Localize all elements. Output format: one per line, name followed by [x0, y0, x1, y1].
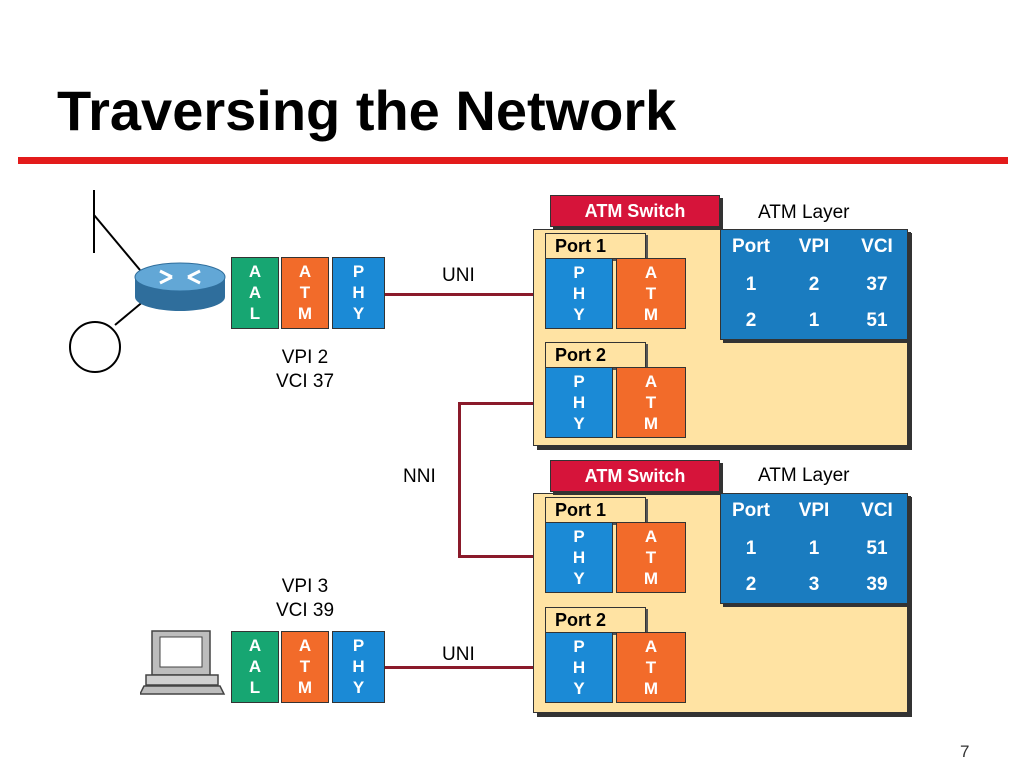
switch-1-port-1-label: Port 1	[545, 233, 646, 259]
uni-link-bottom	[385, 666, 533, 669]
table-cell: 3	[808, 574, 820, 595]
switch-2-port-2-label: Port 2	[545, 607, 646, 633]
table-cell: 51	[866, 538, 888, 559]
workstation-vci-label: VCI 39	[275, 600, 335, 621]
table-cell: 2	[745, 310, 757, 331]
nni-label: NNI	[403, 466, 436, 487]
slide-title: Traversing the Network	[57, 79, 677, 142]
uni-link-top	[385, 293, 533, 296]
atm-switch-2-title: ATM Switch	[550, 460, 720, 492]
router-icon	[69, 190, 226, 373]
slide-number: 7	[960, 742, 970, 761]
table-cell: 1	[745, 274, 757, 295]
workstation-vpi-label: VPI 3	[281, 576, 329, 597]
router-vpi-label: VPI 2	[281, 347, 329, 368]
table-header: VPI	[798, 236, 830, 257]
table-cell: 2	[808, 274, 820, 295]
atm-switch-1-layer-label: ATM Layer	[758, 202, 850, 223]
uni-bottom-label: UNI	[442, 644, 475, 665]
switch-1-port-2-label: Port 2	[545, 342, 646, 368]
table-cell: 37	[866, 274, 888, 295]
nni-link-vertical	[458, 402, 461, 557]
uni-top-label: UNI	[442, 265, 475, 286]
table-header: VCI	[861, 236, 893, 257]
atm-switch-1-title: ATM Switch	[550, 195, 720, 227]
table-header: Port	[732, 500, 770, 521]
switch-2-port-1-label: Port 1	[545, 497, 646, 523]
table-cell: 39	[866, 574, 888, 595]
switch-1-vc-table: Port VPI VCI 1 2 37 2 1 51	[720, 229, 908, 340]
atm-switch-2-layer-label: ATM Layer	[758, 465, 850, 486]
table-header: VPI	[798, 500, 830, 521]
table-cell: 51	[866, 310, 888, 331]
table-cell: 1	[808, 310, 820, 331]
table-cell: 1	[745, 538, 757, 559]
router-vci-label: VCI 37	[275, 371, 335, 392]
table-header: Port	[732, 236, 770, 257]
computer-icon	[140, 630, 226, 695]
table-cell: 1	[808, 538, 820, 559]
table-cell: 2	[745, 574, 757, 595]
nni-link-top	[458, 402, 546, 405]
switch-2-vc-table: Port VPI VCI 1 1 51 2 3 39	[720, 493, 908, 604]
table-header: VCI	[861, 500, 893, 521]
title-divider	[18, 157, 1008, 164]
nni-link-bottom	[458, 555, 546, 558]
